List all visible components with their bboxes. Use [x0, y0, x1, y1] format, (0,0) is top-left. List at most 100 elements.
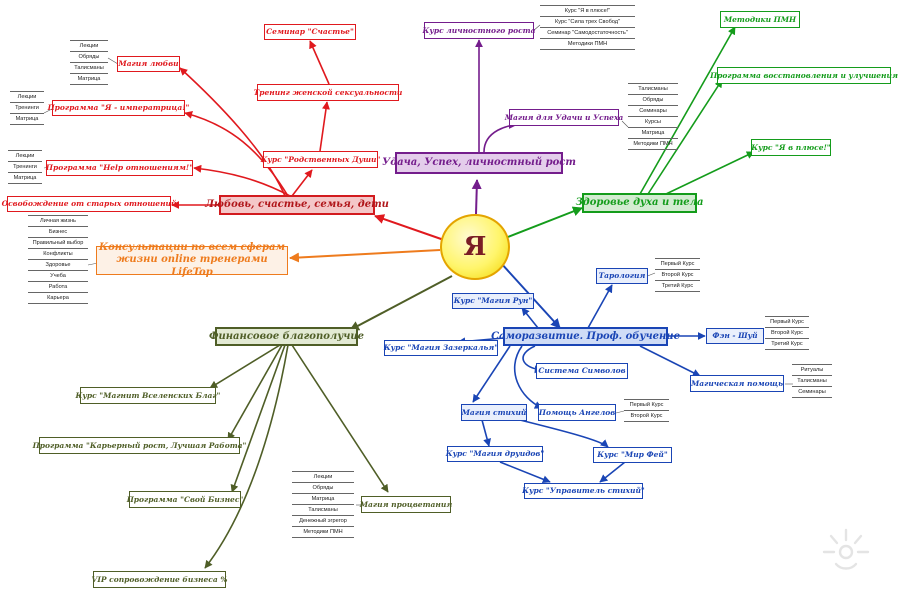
list-item: Методики ПМН	[628, 139, 678, 150]
seminar-happiness-node[interactable]: Семинар "Счастье"	[264, 24, 356, 40]
list-item: Карьера	[28, 293, 88, 304]
list-item: Третий Курс	[655, 281, 700, 292]
magnet-label: Курс "Магнит Вселенских Благ"	[75, 390, 221, 400]
finance-main-node[interactable]: Финансовое благополучие	[209, 327, 364, 346]
list-item: Третий Курс	[765, 339, 809, 350]
list-item: Обряды	[628, 95, 678, 106]
magic-love-node[interactable]: Магия любви	[117, 56, 180, 72]
career-node[interactable]: Программа "Карьерный рост, Лучшая Работа…	[33, 437, 246, 454]
list-item: Семинар "Самодостаточность"	[540, 28, 635, 39]
list-item: Матрица	[70, 74, 108, 85]
symbols-node[interactable]: Система Символов	[536, 363, 628, 379]
love-main-label: Любовь, счастье, семья, дети	[205, 199, 389, 210]
center-node[interactable]: Я	[440, 214, 510, 280]
success-main-node[interactable]: Удача, Успех, личностный рост	[382, 152, 576, 174]
list-item: Лекции	[8, 150, 42, 162]
health-main-node[interactable]: Здоровье духа и тела	[576, 193, 703, 213]
program-empress-list: Лекции Тренинги Матрица	[10, 91, 44, 125]
magic-luck-list: Талисманы Обряды Семинары Курсы Матрица …	[628, 83, 678, 150]
elements-master-node[interactable]: Курс "Управитель стихий"	[522, 483, 645, 499]
magic-luck-label: Магия для Удачи и Успеха	[504, 112, 624, 122]
course-souls-node[interactable]: Курс "Родственных Души"	[261, 151, 380, 168]
self-development-main-node[interactable]: Саморазвитие. Проф. обучение	[491, 327, 680, 346]
magnet-node[interactable]: Курс "Магнит Вселенских Благ"	[76, 387, 220, 404]
tarology-list: Первый Курс Второй Курс Третий Курс	[655, 258, 700, 292]
own-business-node[interactable]: Программа "Свой Бизнес"	[126, 491, 244, 508]
list-item: Личная жизнь	[28, 215, 88, 227]
program-empress-node[interactable]: Программа "Я - императрица!"	[48, 100, 189, 116]
list-item: Первый Курс	[655, 258, 700, 270]
release-label: Освобождение от старых отношений	[1, 199, 177, 209]
list-item: Второй Курс	[624, 411, 669, 422]
program-recovery-label: Программа восстановления и улучшения	[710, 70, 898, 80]
list-item: Здоровье	[28, 260, 88, 271]
mirror-node[interactable]: Курс "Магия Зазеркалья"	[384, 340, 498, 356]
methods-pmn-node[interactable]: Методики ПМН	[720, 11, 800, 28]
list-item: Матрица	[10, 114, 44, 125]
love-main-node[interactable]: Любовь, счастье, семья, дети	[205, 195, 389, 215]
vip-node[interactable]: VIP сопровождение бизнеса %	[91, 571, 228, 588]
list-item: Работа	[28, 282, 88, 293]
list-item: Курс "Сила трех Свобод"	[540, 17, 635, 28]
list-item: Лекции	[292, 471, 354, 483]
own-business-label: Программа "Свой Бизнес"	[126, 494, 244, 504]
course-growth-node[interactable]: Курс личностного роста	[422, 22, 536, 39]
magic-love-label: Магия любви	[118, 59, 179, 69]
list-item: Обряды	[70, 52, 108, 63]
vip-label: VIP сопровождение бизнеса %	[91, 574, 228, 584]
symbols-label: Система Символов	[538, 366, 626, 376]
list-item: Талисманы	[792, 376, 832, 387]
center-label: Я	[463, 232, 487, 262]
fairies-node[interactable]: Курс "Мир Фей"	[593, 447, 672, 463]
list-item: Методики ПМН	[540, 39, 635, 50]
magic-help-node[interactable]: Магическая помощь	[690, 375, 784, 392]
list-item: Семинары	[792, 387, 832, 398]
list-item: Лекции	[10, 91, 44, 103]
druids-node[interactable]: Курс "Магия друидов"	[445, 446, 545, 462]
self-development-main-label: Саморазвитие. Проф. обучение	[491, 330, 680, 342]
list-item: Матрица	[292, 494, 354, 505]
list-item: Первый Курс	[765, 316, 809, 328]
magic-help-list: Ритуалы Талисманы Семинары	[792, 364, 832, 398]
prosperity-list: Лекции Обряды Матрица Талисманы Денежный…	[292, 471, 354, 538]
list-item: Талисманы	[292, 505, 354, 516]
tarology-node[interactable]: Тарология	[596, 268, 648, 284]
list-item: Второй Курс	[765, 328, 809, 339]
program-help-list: Лекции Тренинги Матрица	[8, 150, 42, 184]
list-item: Тренинги	[10, 103, 44, 114]
course-growth-list: Курс "Я в плюсе!" Курс "Сила трех Свобод…	[540, 5, 635, 50]
list-item: Лекции	[70, 40, 108, 52]
elements-node[interactable]: Магия стихий	[461, 404, 527, 421]
prosperity-node[interactable]: Магия процветания	[360, 496, 452, 513]
mirror-label: Курс "Магия Зазеркалья"	[383, 343, 499, 353]
seminar-happiness-label: Семинар "Счастье"	[266, 27, 354, 37]
career-label: Программа "Карьерный рост, Лучшая Работа…	[32, 440, 247, 450]
fairies-label: Курс "Мир Фей"	[597, 450, 668, 460]
list-item: Бизнес	[28, 227, 88, 238]
list-item: Матрица	[628, 128, 678, 139]
release-node[interactable]: Освобождение от старых отношений	[2, 196, 176, 212]
druids-label: Курс "Магия друидов"	[445, 449, 545, 459]
consultations-list: Личная жизнь Бизнес Правильный выбор Кон…	[28, 215, 88, 304]
elements-label: Магия стихий	[461, 407, 527, 417]
fengshui-node[interactable]: Фэн - Шуй	[706, 328, 764, 344]
training-sexuality-label: Тренинг женской сексуальности	[253, 87, 403, 97]
course-growth-label: Курс личностного роста	[422, 25, 536, 35]
course-plus-node[interactable]: Курс "Я в плюсе!"	[751, 139, 831, 156]
magic-help-label: Магическая помощь	[690, 378, 784, 388]
list-item: Курсы	[628, 117, 678, 128]
runes-node[interactable]: Курс "Магия Рун"	[452, 293, 534, 309]
program-help-node[interactable]: Программа "Help отношениям!"	[46, 160, 193, 176]
angels-node[interactable]: Помощь Ангелов	[538, 404, 616, 421]
angels-label: Помощь Ангелов	[538, 407, 616, 417]
magic-luck-node[interactable]: Магия для Удачи и Успеха	[505, 109, 623, 126]
fengshui-label: Фэн - Шуй	[712, 331, 758, 341]
training-sexuality-node[interactable]: Тренинг женской сексуальности	[254, 84, 402, 101]
fengshui-list: Первый Курс Второй Курс Третий Курс	[765, 316, 809, 350]
list-item: Ритуалы	[792, 364, 832, 376]
list-item: Курс "Я в плюсе!"	[540, 5, 635, 17]
program-recovery-node[interactable]: Программа восстановления и улучшения	[710, 67, 898, 84]
runes-label: Курс "Магия Рун"	[453, 296, 533, 306]
consultations-node[interactable]: Консультации по всем сферам жизни online…	[96, 242, 288, 278]
